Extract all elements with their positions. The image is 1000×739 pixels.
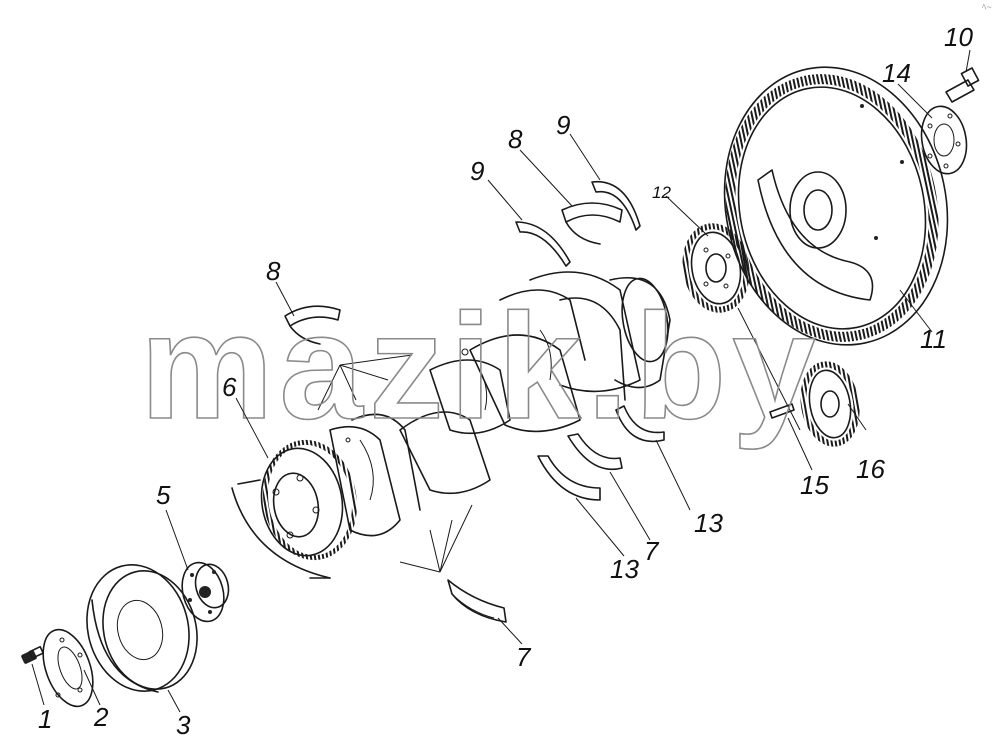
part-5-hub (181, 561, 230, 623)
part-10-bolt (945, 67, 980, 103)
callout-13-left: 13 (610, 554, 639, 584)
leader-lines (31, 49, 971, 713)
corner-mark: ﾍ~ (982, 2, 992, 12)
part-8-bearing-shell-left (284, 305, 341, 345)
part-6-crankshaft-gear (231, 439, 357, 579)
callout-5: 5 (156, 480, 171, 510)
part-7-bearing-shell-a (567, 433, 623, 470)
callout-12: 12 (652, 183, 671, 202)
callout-3: 3 (176, 710, 191, 739)
part-13-bearing-shell-b (615, 405, 665, 443)
part-14-plate (920, 105, 968, 175)
part-9-thrust-washer-a (515, 221, 571, 267)
callout-10: 10 (944, 22, 973, 52)
callout-2: 2 (93, 702, 109, 732)
part-1-bolt (21, 645, 44, 664)
part-15-pin (769, 403, 795, 419)
part-8-bearing-shell-top (561, 202, 623, 245)
part-13-bearing-shell-a (537, 455, 601, 501)
callout-8-top: 8 (508, 124, 523, 154)
callout-14: 14 (882, 58, 911, 88)
callout-9-left: 9 (470, 156, 484, 186)
callout-1: 1 (38, 704, 52, 734)
callout-labels: 1 2 3 5 6 8 9 8 9 12 10 14 11 15 16 13 7… (38, 22, 973, 739)
callout-9-right: 9 (556, 110, 570, 140)
crankshaft (329, 271, 671, 537)
part-9-thrust-washer-b (591, 180, 641, 231)
watermark-text: mazik.by (140, 282, 822, 450)
part-11-flywheel (723, 66, 949, 346)
callout-15: 15 (800, 470, 829, 500)
part-16-gear (800, 361, 860, 447)
part-7-bearing-shell-b (447, 579, 507, 623)
oil-direction-arrows (317, 354, 473, 573)
callout-16: 16 (856, 454, 885, 484)
assembly-guide-line (737, 307, 801, 431)
callout-7-middle: 7 (644, 536, 660, 566)
callout-6: 6 (222, 372, 237, 402)
part-2-lock-plate (42, 628, 94, 708)
callout-13-right: 13 (694, 508, 723, 538)
callout-8-left: 8 (266, 256, 281, 286)
callout-7-bottom: 7 (516, 642, 532, 672)
part-3-pulley (86, 564, 198, 693)
callout-11: 11 (920, 324, 947, 354)
